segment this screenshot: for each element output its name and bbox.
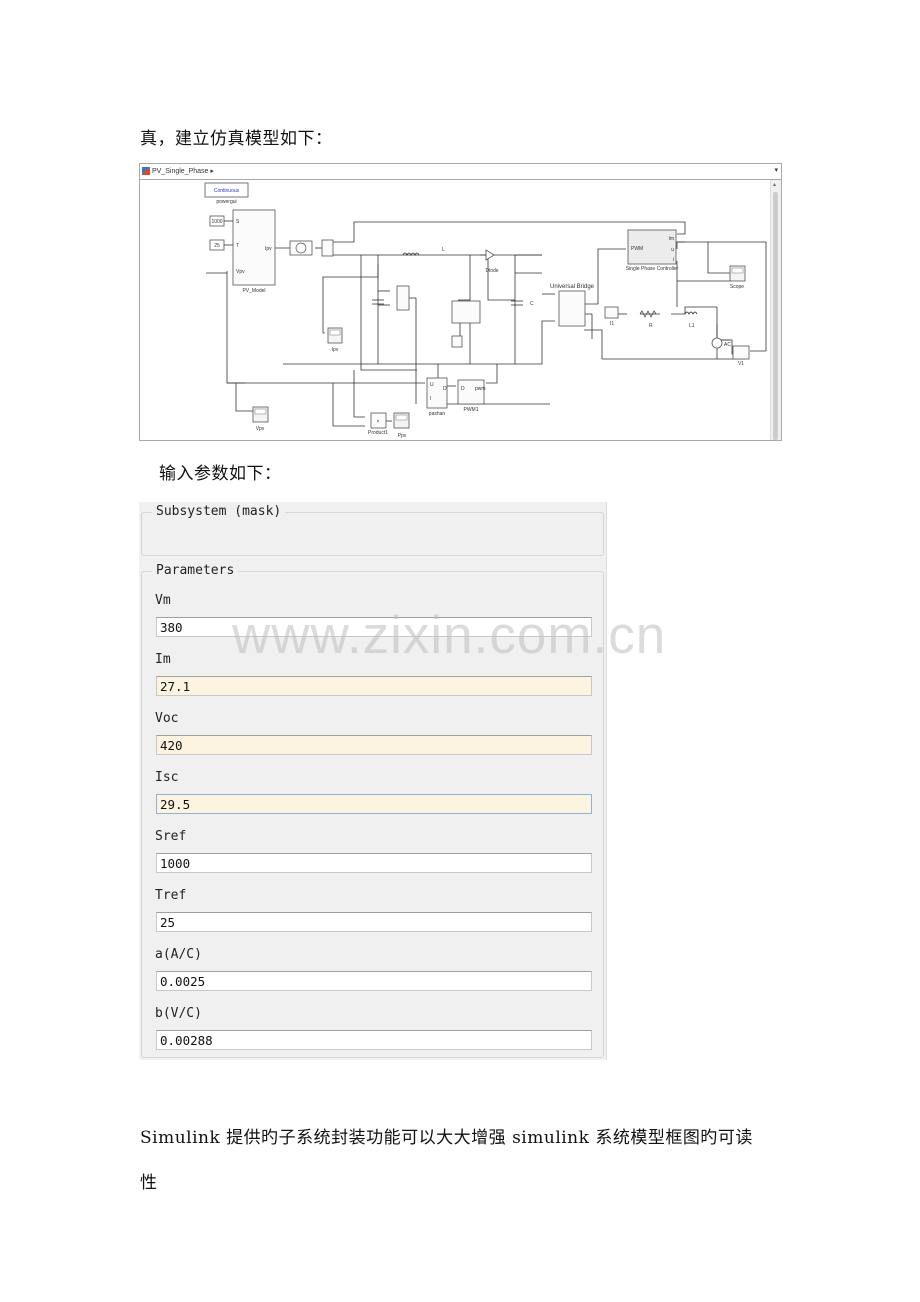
mask-parameters-dialog: Subsystem (mask) Parameters Vm 380 Im 27… [139, 502, 607, 1060]
address-bar: PV_Single_Phase ▸ ▾ [140, 164, 781, 180]
parameters-group: Parameters Vm 380 Im 27.1 Voc 420 Isc 29… [141, 563, 604, 1058]
svg-text:AC: AC [724, 342, 731, 348]
model-icon [142, 167, 150, 175]
params-intro-paragraph: 输入参数如下： [159, 464, 282, 484]
param-label-tref: Tref [155, 888, 187, 903]
svg-text:Im: Im [668, 236, 674, 242]
simulink-model-window: PV_Single_Phase ▸ ▾ ▴ [139, 163, 782, 441]
param-field-voc[interactable]: 420 [156, 735, 592, 755]
chevron-down-icon[interactable]: ▾ [774, 167, 778, 174]
svg-text:I: I [430, 396, 431, 402]
svg-text:1000: 1000 [211, 219, 222, 225]
svg-text:S: S [236, 219, 240, 225]
svg-text:PV_Model: PV_Model [242, 288, 265, 294]
svg-text:pwm: pwm [475, 386, 486, 392]
svg-text:L1: L1 [689, 323, 695, 329]
svg-text:T: T [236, 243, 239, 249]
svg-text:Ipv: Ipv [265, 246, 272, 252]
group-title: Parameters [152, 563, 239, 578]
param-label-b: b(V/C) [155, 1006, 202, 1021]
vertical-scrollbar[interactable]: ▴ [770, 180, 781, 440]
param-label-vm: Vm [155, 593, 171, 608]
svg-text:pashan: pashan [429, 411, 446, 417]
svg-text:I1: I1 [610, 321, 614, 327]
param-field-sref[interactable]: 1000 [156, 853, 592, 873]
param-field-vm[interactable]: 380 [156, 617, 592, 637]
param-label-voc: Voc [155, 711, 179, 726]
summary-paragraph-line1: Simulink 提供旳子系统封装功能可以大大增强 simulink 系统模型框… [140, 1128, 753, 1148]
universal-bridge-block[interactable] [558, 290, 586, 327]
svg-text:PWM: PWM [631, 246, 643, 252]
param-label-isc: Isc [155, 770, 179, 785]
scroll-up-icon[interactable]: ▴ [773, 182, 777, 188]
param-field-tref[interactable]: 25 [156, 912, 592, 932]
model-diagram: Continuous powergui 1000 25 S T Vpv Ipv … [204, 182, 767, 439]
svg-text:Vpv: Vpv [236, 269, 245, 275]
svg-text:Ipv: Ipv [332, 347, 339, 353]
scrollbar-thumb[interactable] [773, 192, 778, 440]
svg-text:Ppv: Ppv [398, 433, 407, 439]
svg-text:Diode: Diode [485, 268, 498, 274]
pv-model-block[interactable] [232, 209, 276, 286]
group-title: Subsystem (mask) [152, 504, 286, 519]
svg-text:Universal Bridge: Universal Bridge [550, 284, 595, 290]
svg-text:U: U [430, 382, 434, 388]
powergui-mode: Continuous [214, 188, 240, 194]
svg-text:PWM1: PWM1 [464, 407, 479, 413]
svg-text:Single Phase Controller: Single Phase Controller [626, 266, 679, 272]
param-field-b[interactable]: 0.00288 [156, 1030, 592, 1050]
svg-text:u: u [671, 247, 674, 253]
summary-paragraph-line2: 性 [140, 1173, 158, 1193]
svg-text:D: D [443, 386, 447, 392]
svg-text:Product1: Product1 [368, 430, 388, 436]
svg-text:L: L [442, 247, 445, 253]
svg-text:C: C [530, 301, 534, 307]
svg-text:powergui: powergui [216, 199, 236, 205]
svg-text:D: D [461, 386, 465, 392]
single-phase-controller-block[interactable] [627, 229, 677, 265]
svg-text:i: i [673, 257, 674, 263]
param-label-a: a(A/C) [155, 947, 202, 962]
svg-text:V1: V1 [738, 361, 744, 367]
svg-text:25: 25 [214, 243, 220, 249]
param-label-sref: Sref [155, 829, 187, 844]
param-field-im[interactable]: 27.1 [156, 676, 592, 696]
svg-text:Vpv: Vpv [256, 426, 265, 432]
param-field-a[interactable]: 0.0025 [156, 971, 592, 991]
svg-text:Scope: Scope [730, 284, 744, 290]
param-label-im: Im [155, 652, 171, 667]
breadcrumb[interactable]: PV_Single_Phase ▸ [152, 168, 214, 175]
subsystem-mask-group: Subsystem (mask) [141, 504, 604, 556]
svg-text:R: R [649, 323, 653, 329]
breadcrumb-arrow-icon: ▸ [210, 168, 214, 175]
svg-text:×: × [377, 419, 380, 425]
intro-paragraph: 真，建立仿真模型如下： [140, 129, 333, 149]
param-field-isc[interactable]: 29.5 [156, 794, 592, 814]
